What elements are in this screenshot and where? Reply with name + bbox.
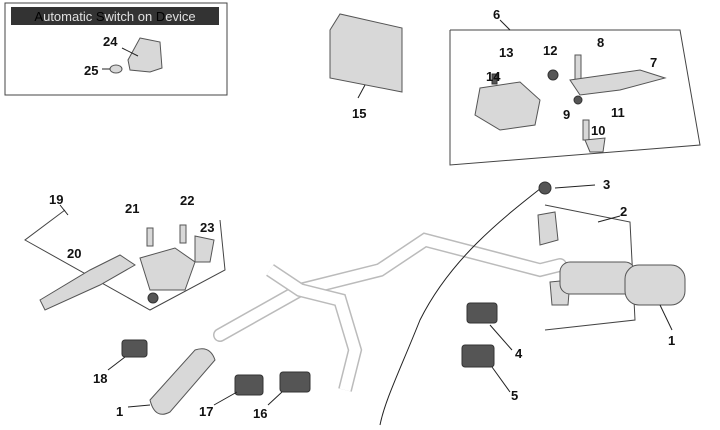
callout-3: 3: [603, 177, 610, 192]
manual-part-15: [329, 13, 403, 93]
brake-lever-7: [569, 69, 667, 96]
callout-1-left: 1: [116, 404, 123, 419]
callout-2: 2: [620, 204, 627, 219]
switch-4: [466, 302, 498, 324]
callout-4: 4: [515, 346, 523, 361]
callout-25: 25: [84, 63, 98, 78]
callout-6: 6: [493, 7, 500, 22]
callout-22: 22: [180, 193, 194, 208]
callout-9: 9: [563, 107, 570, 122]
callout-18: 18: [93, 371, 107, 386]
callout-1-right: 1: [668, 333, 675, 348]
callout-10: 10: [591, 123, 605, 138]
callout-19: 19: [49, 192, 63, 207]
switch-18: [121, 339, 148, 358]
handlebar: [213, 232, 567, 392]
master-cylinder-13: [474, 81, 541, 131]
lever-20: [39, 254, 136, 311]
lever-bracket: [139, 247, 196, 291]
callout-24: 24: [103, 34, 118, 49]
callout-16: 16: [253, 406, 267, 421]
left-grip-1: [149, 348, 216, 415]
callout-5: 5: [511, 388, 518, 403]
callout-labels: 24 25 15 6 13 12 8 7 14 9 11 10 3 2 19 2…: [49, 7, 675, 421]
callout-12: 12: [543, 43, 557, 58]
callout-15: 15: [352, 106, 366, 121]
callout-11: 11: [611, 105, 625, 120]
switch-17: [234, 374, 264, 396]
legend-banner: [11, 7, 219, 25]
callout-14: 14: [486, 69, 501, 84]
callout-23: 23: [200, 220, 214, 235]
switch-16: [279, 371, 311, 393]
callout-21: 21: [125, 201, 139, 216]
washer-part-25: [109, 64, 123, 74]
throttle-tube: [559, 261, 636, 295]
callout-8: 8: [597, 35, 604, 50]
right-grip-1: [624, 264, 686, 306]
legend-title: Automatic Switch on Device: [34, 9, 195, 24]
clutch-lever-group: [24, 209, 226, 311]
callout-20: 20: [67, 246, 81, 261]
automatic-switch-box: Automatic Switch on Device: [4, 2, 228, 96]
leader-lines: [59, 19, 673, 408]
switch-23: [194, 235, 215, 263]
throttle-cable: [379, 184, 546, 426]
switch-5: [461, 344, 495, 368]
callout-13: 13: [499, 45, 513, 60]
brake-master-group: [449, 29, 701, 166]
switch-part-24: [127, 37, 163, 73]
callout-7: 7: [650, 55, 657, 70]
callout-17: 17: [199, 404, 213, 419]
